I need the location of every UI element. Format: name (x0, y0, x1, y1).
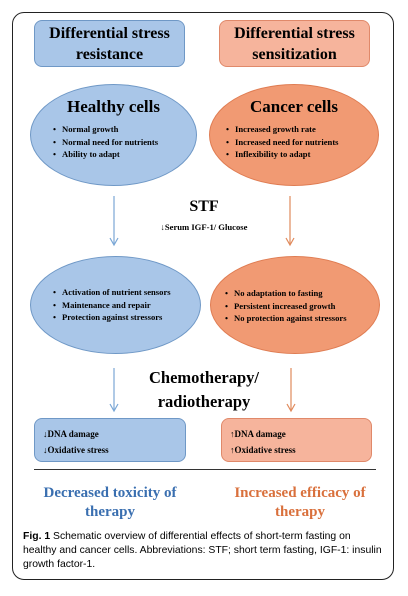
caption-text: Schematic overview of differential effec… (23, 531, 382, 570)
list-item: Increased growth rate (226, 123, 339, 136)
list-item: No adaptation to fasting (225, 287, 347, 300)
healthy-arrowhead-2 (109, 403, 119, 413)
list-item: Normal growth (53, 123, 158, 136)
list-item: Activation of nutrient sensors (53, 286, 171, 299)
stress-sensitization-label: Differential stress sensitization (234, 24, 355, 63)
healthy-cells-title: Healthy cells (66, 97, 160, 116)
list-item: Maintenance and repair (53, 299, 171, 312)
stf-sublabel: ↓Serum IGF-1/ Glucose (160, 222, 248, 232)
healthy-response-list: Activation of nutrient sensors Maintenan… (53, 286, 171, 324)
list-item: Normal need for nutrients (53, 136, 158, 149)
oxidative-stress-up: ↑Oxidative stress (230, 445, 296, 455)
increased-efficacy-label: Increased efficacy of therapy (234, 485, 366, 520)
cancer-cells-list: Increased growth rate Increased need for… (226, 123, 339, 161)
list-item: Ability to adapt (53, 148, 158, 161)
list-item: No protection against stressors (225, 312, 347, 325)
therapy-label-line1: Chemotherapy/ (149, 368, 259, 387)
figure-frame (12, 12, 394, 580)
stf-label: STF (189, 198, 219, 215)
stress-sensitization-header: Differential stress sensitization (219, 20, 370, 67)
healthy-cells-ellipse: Healthy cells Normal growth Normal need … (30, 84, 197, 186)
healthy-response-ellipse: Activation of nutrient sensors Maintenan… (30, 256, 201, 354)
cancer-result-box: ↑DNA damage ↑Oxidative stress (221, 418, 372, 462)
cancer-response-list: No adaptation to fasting Persistent incr… (225, 287, 347, 325)
healthy-arrowhead-1 (109, 237, 119, 247)
stress-resistance-header: Differential stress resistance (34, 20, 185, 67)
list-item: Persistent increased growth (225, 300, 347, 313)
list-item: Increased need for nutrients (226, 136, 339, 149)
stress-resistance-label: Differential stress resistance (49, 24, 170, 63)
divider-line (34, 469, 376, 470)
figure-caption: Fig. 1 Schematic overview of differentia… (23, 530, 383, 572)
cancer-arrowhead-1 (285, 237, 295, 247)
figure-number: Fig. 1 (23, 531, 51, 542)
cancer-cells-ellipse: Cancer cells Increased growth rate Incre… (209, 84, 379, 186)
oxidative-stress-down: ↓Oxidative stress (43, 445, 109, 455)
healthy-result-box: ↓DNA damage ↓Oxidative stress (34, 418, 186, 462)
decreased-toxicity-label: Decreased toxicity of therapy (43, 485, 177, 520)
list-item: Protection against stressors (53, 311, 171, 324)
cancer-cells-title: Cancer cells (250, 97, 338, 116)
list-item: Inflexibility to adapt (226, 148, 339, 161)
cancer-response-ellipse: No adaptation to fasting Persistent incr… (210, 256, 380, 354)
dna-damage-up: ↑DNA damage (230, 429, 286, 439)
therapy-label-line2: radiotherapy (157, 392, 251, 411)
cancer-arrowhead-2 (286, 403, 296, 413)
healthy-cells-list: Normal growth Normal need for nutrients … (53, 123, 158, 161)
dna-damage-down: ↓DNA damage (43, 429, 99, 439)
